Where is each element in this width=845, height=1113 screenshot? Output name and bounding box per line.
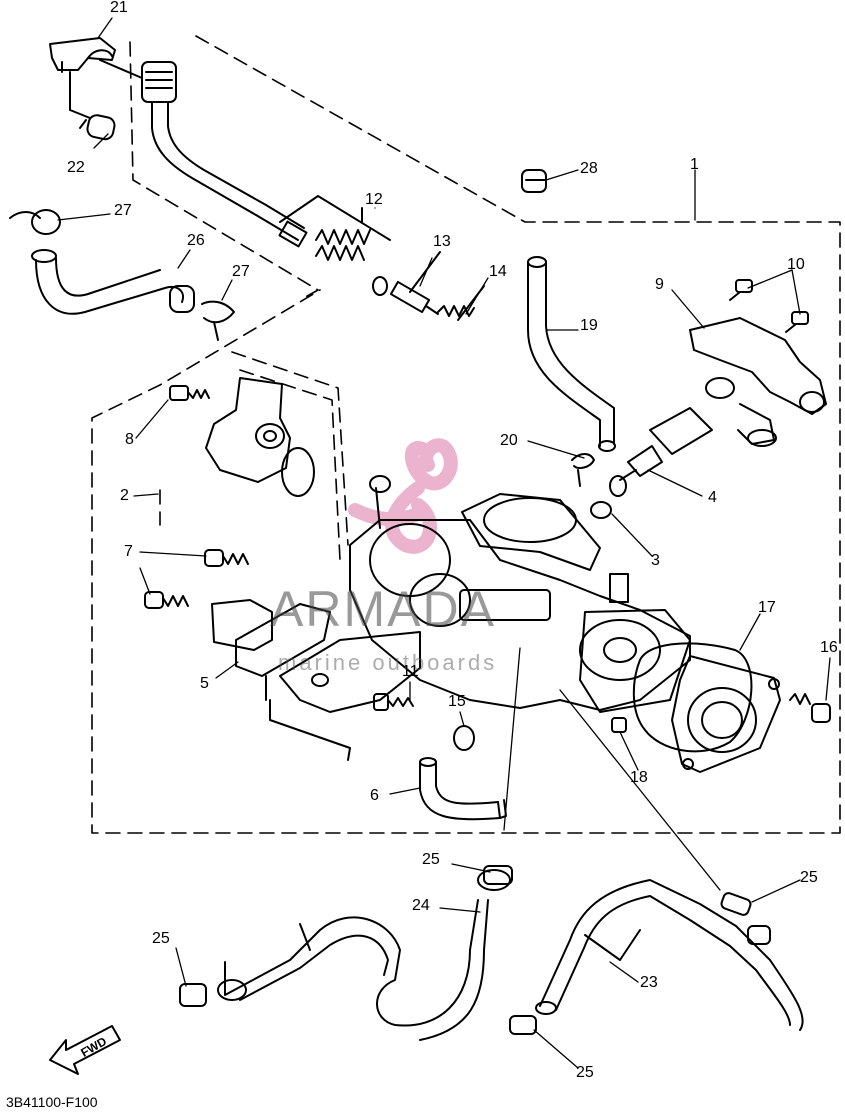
callout-21: 21	[110, 0, 128, 16]
callout-6: 6	[370, 787, 379, 804]
part-18-plug	[611, 717, 627, 733]
callout-10: 10	[787, 256, 805, 273]
part-5-sensor	[211, 599, 331, 701]
callout-25-b: 25	[800, 869, 818, 886]
callout-27-lower: 27	[232, 263, 250, 280]
bracket-plate	[269, 631, 421, 761]
part-20-clip	[571, 453, 595, 487]
assembly-outline	[91, 35, 841, 834]
part-24-hose	[217, 869, 511, 1041]
callout-9: 9	[655, 276, 664, 293]
callout-1: 1	[690, 156, 699, 173]
callout-2: 2	[120, 487, 129, 504]
callout-4: 4	[708, 489, 717, 506]
watermark-title: ARMADA	[270, 581, 496, 637]
callout-25-c: 25	[152, 930, 170, 947]
part-3-o-ring	[590, 501, 612, 519]
part-21-clip	[49, 37, 116, 73]
callout-15: 15	[448, 693, 466, 710]
callout-24: 24	[412, 897, 430, 914]
callout-7: 7	[124, 543, 133, 560]
part-10-screws	[729, 279, 809, 333]
part-27-ring-upper	[9, 209, 61, 235]
callout-5: 5	[200, 675, 209, 692]
leader-lines	[57, 17, 831, 1069]
part-13-valve	[389, 251, 441, 315]
part-19-hose	[527, 256, 616, 452]
part-25-clamp-c	[179, 983, 207, 1007]
throttle-position-sensor	[205, 377, 315, 497]
part-17-gasket	[632, 642, 753, 753]
callout-16: 16	[820, 639, 838, 656]
part-8-screw	[169, 385, 210, 401]
part-6-hose	[419, 757, 507, 821]
part-4-injector	[609, 407, 713, 497]
callout-12: 12	[365, 191, 383, 208]
part-16-bolt	[789, 693, 831, 723]
callout-19: 19	[580, 317, 598, 334]
callout-20: 20	[500, 432, 518, 449]
callout-11: 11	[402, 663, 419, 680]
callout-17: 17	[758, 599, 776, 616]
callout-25-a: 25	[422, 851, 440, 868]
part-22-bolt	[69, 71, 116, 141]
pressure-sensor-hose	[99, 59, 308, 248]
callout-22: 22	[67, 159, 85, 176]
part-23-hose	[535, 879, 804, 1031]
part-7-screws	[144, 549, 249, 609]
callout-27-upper: 27	[114, 202, 132, 219]
callout-23: 23	[640, 974, 658, 991]
callout-26: 26	[187, 232, 205, 249]
callout-28: 28	[580, 160, 598, 177]
part-9-fuel-rail	[689, 317, 827, 447]
part-25-clamp-d	[509, 1015, 537, 1035]
part-25-clamp-b	[720, 892, 752, 916]
part-25-clamp-a	[483, 865, 513, 885]
part-12-spring-set	[279, 195, 391, 296]
callout-3: 3	[651, 552, 660, 569]
armada-logo-mark	[348, 438, 458, 554]
diagram-code: 3B41100-F100	[6, 1094, 98, 1110]
watermark-subtitle: marine outboards	[278, 650, 498, 675]
part-11-screw	[373, 693, 414, 711]
part-15-nut	[453, 725, 475, 751]
part-28-clamp	[521, 169, 547, 193]
part-26-hose	[31, 249, 195, 315]
end-cover	[671, 655, 781, 773]
callout-14: 14	[489, 263, 507, 280]
part-14-valve	[437, 285, 485, 321]
callout-25-d: 25	[576, 1064, 594, 1081]
fwd-arrow-icon	[49, 1025, 121, 1075]
callout-13: 13	[433, 233, 451, 250]
callout-8: 8	[125, 431, 134, 448]
callout-18: 18	[630, 769, 648, 786]
part-27-ring-lower	[201, 300, 235, 341]
